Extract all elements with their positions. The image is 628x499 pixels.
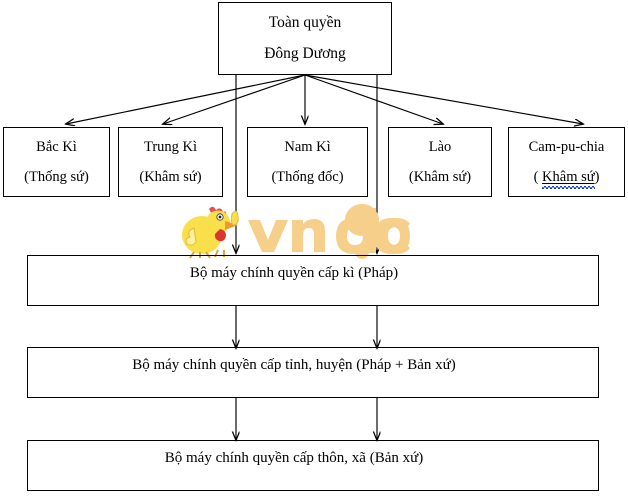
box-level-cap-thon-xa: Bộ máy chính quyền cấp thôn, xã (Bản xứ) xyxy=(27,440,599,491)
box-region-nam-ki: Nam Kì (Thống đốc) xyxy=(247,127,368,197)
region-official-underlined: Khâm sứ xyxy=(542,168,595,189)
region-name: Nam Kì xyxy=(284,138,331,155)
vndoc-watermark xyxy=(176,202,414,260)
region-official-prefix: ( xyxy=(533,168,543,185)
region-name: Lào xyxy=(428,138,452,155)
level-label: Bộ máy chính quyền cấp kì (Pháp) xyxy=(189,265,399,281)
region-official: (Khâm sứ) xyxy=(139,168,202,185)
top-box-line2: Đông Dương xyxy=(264,45,346,62)
box-toan-quyen-dong-duong: Toàn quyền Đông Dương xyxy=(218,2,392,75)
box-level-cap-ki: Bộ máy chính quyền cấp kì (Pháp) xyxy=(27,255,599,306)
region-official: (Khâm sứ) xyxy=(408,168,472,185)
region-name: Trung Kì xyxy=(143,138,198,155)
box-level-cap-tinh-huyen: Bộ máy chính quyền cấp tỉnh, huyện (Pháp… xyxy=(27,347,599,398)
box-region-trung-ki: Trung Kì (Khâm sứ) xyxy=(118,127,223,197)
region-official: (Thống đốc) xyxy=(271,168,344,185)
chick-mascot-icon xyxy=(182,206,239,259)
box-region-cam-pu-chia: Cam-pu-chia ( Khâm sứ) xyxy=(508,127,625,197)
arrow-to-lao xyxy=(304,74,443,124)
region-name: Cam-pu-chia xyxy=(528,138,605,155)
level-label: Bộ máy chính quyền cấp thôn, xã (Bản xứ) xyxy=(164,450,424,466)
region-official: (Thống sứ) xyxy=(24,168,89,185)
level-label: Bộ máy chính quyền cấp tỉnh, huyện (Pháp… xyxy=(132,357,456,373)
region-name: Bắc Kì xyxy=(36,138,77,155)
watermark-wordmark xyxy=(248,204,410,259)
arrow-to-bac-ki xyxy=(66,74,306,124)
box-region-lao: Lào (Khâm sứ) xyxy=(388,127,492,197)
region-official: ( Khâm sứ) xyxy=(509,168,624,189)
region-official-suffix: ) xyxy=(594,168,600,185)
top-box-line1: Toàn quyền xyxy=(268,14,342,32)
box-region-bac-ki: Bắc Kì (Thống sứ) xyxy=(3,127,110,197)
arrow-to-trung-ki xyxy=(163,74,306,124)
arrow-to-cam-pu-chia xyxy=(304,74,583,124)
watermark-graphic xyxy=(182,204,410,259)
